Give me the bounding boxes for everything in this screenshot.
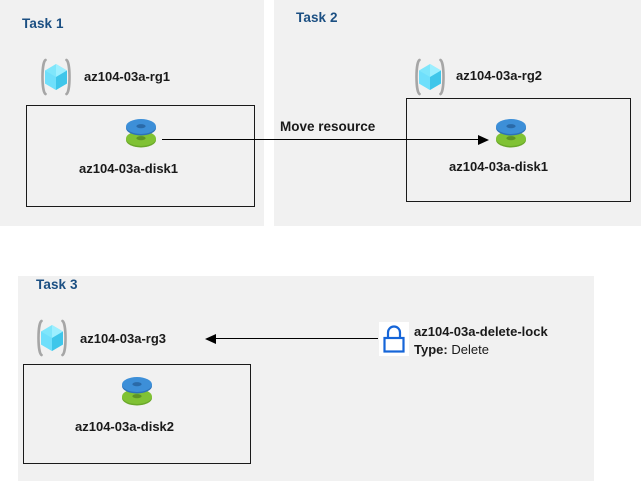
lock-name-label: az104-03a-delete-lock <box>414 324 548 339</box>
lock-type-key: Type: <box>414 342 448 357</box>
task-1-resource-group-label: az104-03a-rg1 <box>84 69 170 84</box>
task-3-resource-group-label: az104-03a-rg3 <box>80 331 166 346</box>
move-resource-connector-line <box>162 139 480 141</box>
task-3-label: Task 3 <box>36 277 78 292</box>
lock-type-value: Delete <box>451 342 489 357</box>
move-resource-caption: Move resource <box>280 119 376 134</box>
resource-group-icon <box>410 57 450 97</box>
task-3-resource-box <box>23 364 251 464</box>
managed-disk-icon <box>122 113 160 153</box>
task-1-panel <box>0 0 264 226</box>
resource-group-icon <box>32 318 72 358</box>
task-2-resource-label: az104-03a-disk1 <box>449 159 549 174</box>
managed-disk-icon <box>118 371 156 411</box>
lock-connector-line <box>214 338 378 340</box>
move-resource-arrowhead <box>478 135 489 145</box>
task-1-resource-box <box>26 105 255 207</box>
task-3-resource-label: az104-03a-disk2 <box>75 419 175 434</box>
lock-type-label: Type: Delete <box>414 342 489 357</box>
task-3-panel <box>18 276 594 481</box>
task-1-label: Task 1 <box>22 16 64 31</box>
task-2-resource-group-label: az104-03a-rg2 <box>456 68 542 83</box>
task-2-label: Task 2 <box>296 10 338 25</box>
lock-connector-arrowhead <box>205 334 216 344</box>
resource-group-icon <box>36 57 76 97</box>
task-1-resource-label: az104-03a-disk1 <box>79 161 179 176</box>
lock-icon <box>379 322 409 356</box>
task-2-resource-box <box>406 98 631 202</box>
managed-disk-icon <box>492 113 530 153</box>
task-2-panel <box>274 0 641 226</box>
